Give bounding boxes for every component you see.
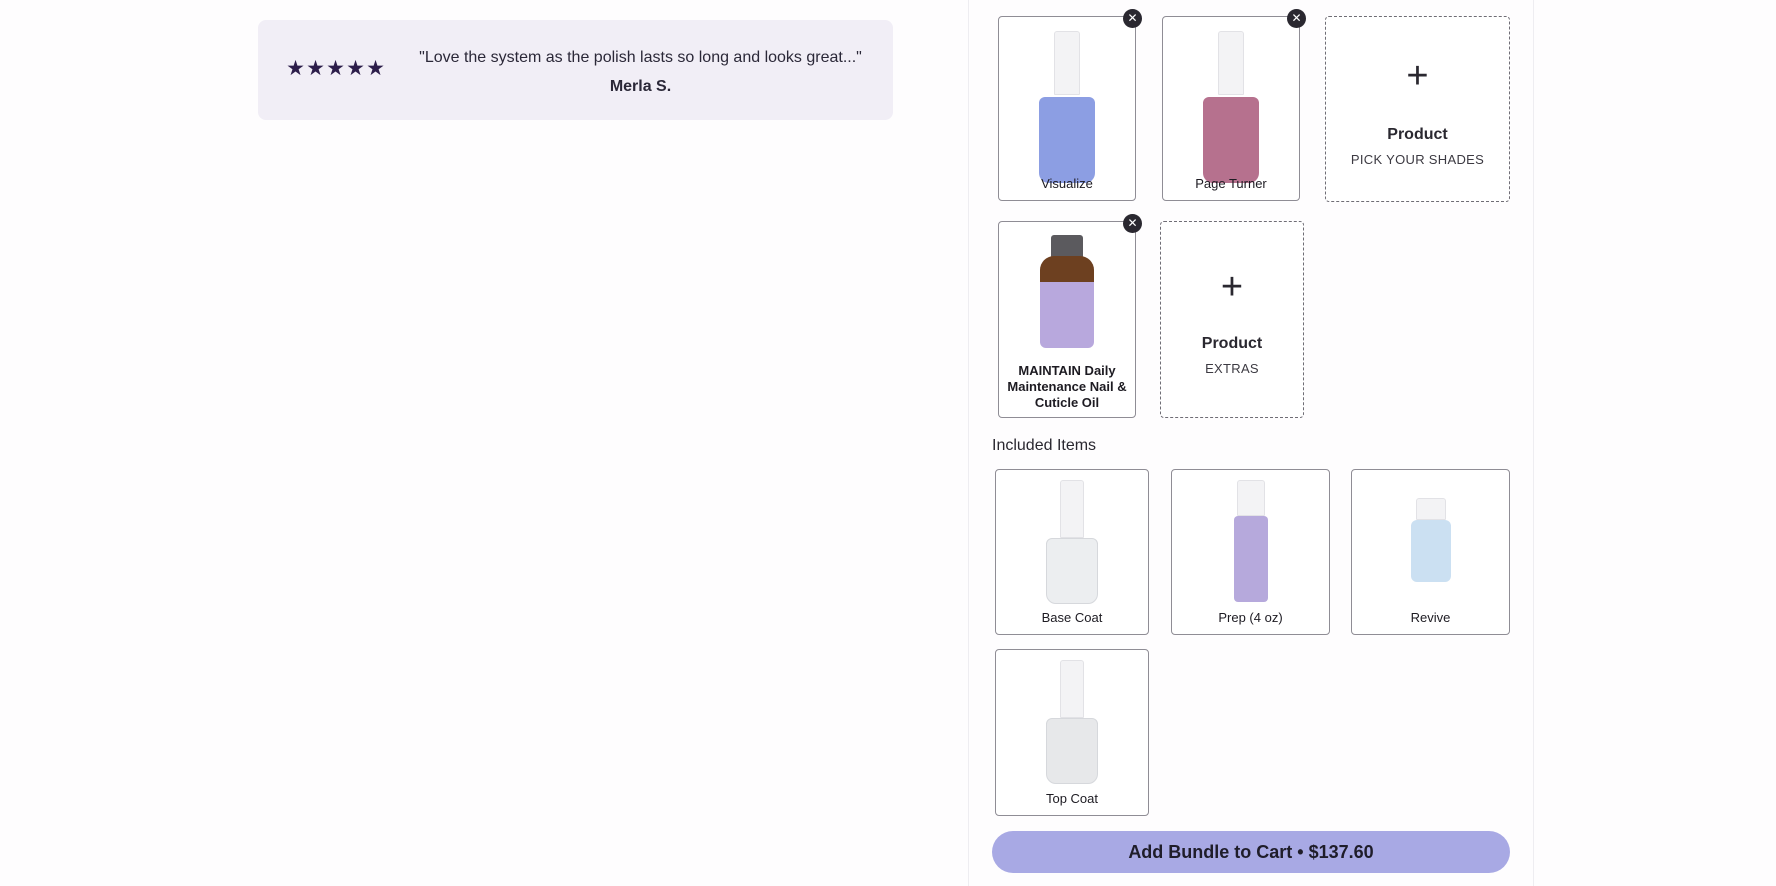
add-bundle-to-cart-button[interactable]: Add Bundle to Cart • $137.60 xyxy=(992,831,1510,873)
shade-name: Visualize xyxy=(1041,176,1093,191)
slot-subtitle: PICK YOUR SHADES xyxy=(1350,152,1485,167)
extra-card-maintain-oil[interactable]: MAINTAIN Daily Maintenance Nail & Cuticl… xyxy=(998,221,1136,418)
slot-title: Product xyxy=(1387,126,1448,143)
bottle-image xyxy=(1233,516,1268,602)
bottle-image xyxy=(1046,718,1098,784)
review-quote: "Love the system as the polish lasts so … xyxy=(419,49,862,66)
star-icon: ★ xyxy=(366,57,385,80)
customer-review: ★ ★ ★ ★ ★ "Love the system as the polish… xyxy=(258,20,893,120)
included-item-top-coat: Top Coat xyxy=(995,649,1149,816)
star-icon: ★ xyxy=(346,57,365,80)
bottle-cap xyxy=(1060,660,1084,718)
polish-bottle-image xyxy=(1203,97,1259,183)
extra-name: MAINTAIN Daily Maintenance Nail & Cuticl… xyxy=(1007,363,1127,410)
close-icon[interactable]: ✕ xyxy=(1287,9,1306,28)
bottle-cap xyxy=(1218,31,1244,95)
item-name: Top Coat xyxy=(1045,791,1099,806)
star-rating: ★ ★ ★ ★ ★ xyxy=(286,58,385,79)
review-author: Merla S. xyxy=(609,78,672,95)
item-name: Base Coat xyxy=(1041,610,1103,625)
included-items-heading: Included Items xyxy=(992,437,1097,454)
slot-title: Product xyxy=(1201,335,1263,352)
slot-subtitle: EXTRAS xyxy=(1205,361,1259,376)
close-icon[interactable]: ✕ xyxy=(1123,214,1142,233)
close-icon[interactable]: ✕ xyxy=(1123,9,1142,28)
shade-card-page-turner[interactable]: Page Turner xyxy=(1162,16,1300,201)
star-icon: ★ xyxy=(326,57,345,80)
included-item-base-coat: Base Coat xyxy=(995,469,1149,635)
pick-extras-slot[interactable]: + Product EXTRAS xyxy=(1160,221,1304,418)
shade-card-visualize[interactable]: Visualize xyxy=(998,16,1136,201)
included-item-revive: Revive xyxy=(1351,469,1510,635)
star-icon: ★ xyxy=(306,57,325,80)
item-name: Prep (4 oz) xyxy=(1218,610,1283,625)
bottle-image xyxy=(1046,538,1098,604)
plus-icon: + xyxy=(1220,266,1244,308)
pick-shades-slot[interactable]: + Product PICK YOUR SHADES xyxy=(1325,16,1510,202)
bottle-image xyxy=(1410,520,1451,582)
pump-cap xyxy=(1236,480,1265,516)
dropper-cap xyxy=(1051,235,1083,257)
oil-bottle-image xyxy=(1040,256,1094,348)
shade-name: Page Turner xyxy=(1195,176,1267,191)
plus-icon: + xyxy=(1406,55,1429,97)
bottle-cap xyxy=(1415,498,1446,520)
item-name: Revive xyxy=(1410,610,1451,625)
bottle-cap xyxy=(1054,31,1080,95)
bottle-cap xyxy=(1060,480,1084,538)
star-icon: ★ xyxy=(286,57,305,80)
included-item-prep: Prep (4 oz) xyxy=(1171,469,1330,635)
polish-bottle-image xyxy=(1039,97,1095,183)
